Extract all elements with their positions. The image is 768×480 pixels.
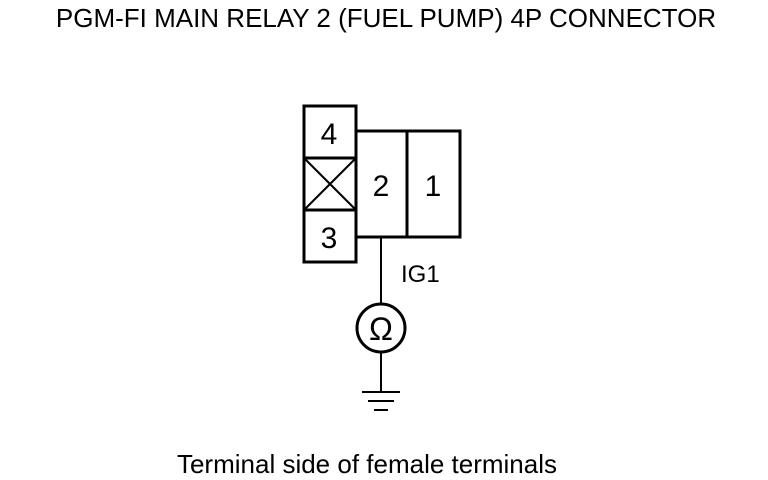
ohm-symbol: Ω xyxy=(369,311,393,347)
ground-icon xyxy=(362,391,400,411)
terminal-3-label: 3 xyxy=(321,222,338,255)
terminal-2-label: 2 xyxy=(373,170,390,203)
diagram-title: PGM-FI MAIN RELAY 2 (FUEL PUMP) 4P CONNE… xyxy=(56,3,716,33)
wire-label-ig1: IG1 xyxy=(401,261,440,288)
terminal-4-label: 4 xyxy=(321,118,338,151)
terminal-1-label: 1 xyxy=(425,170,442,203)
empty-cavity-cross-b xyxy=(303,157,357,211)
view-caption: Terminal side of female terminals xyxy=(177,449,557,479)
